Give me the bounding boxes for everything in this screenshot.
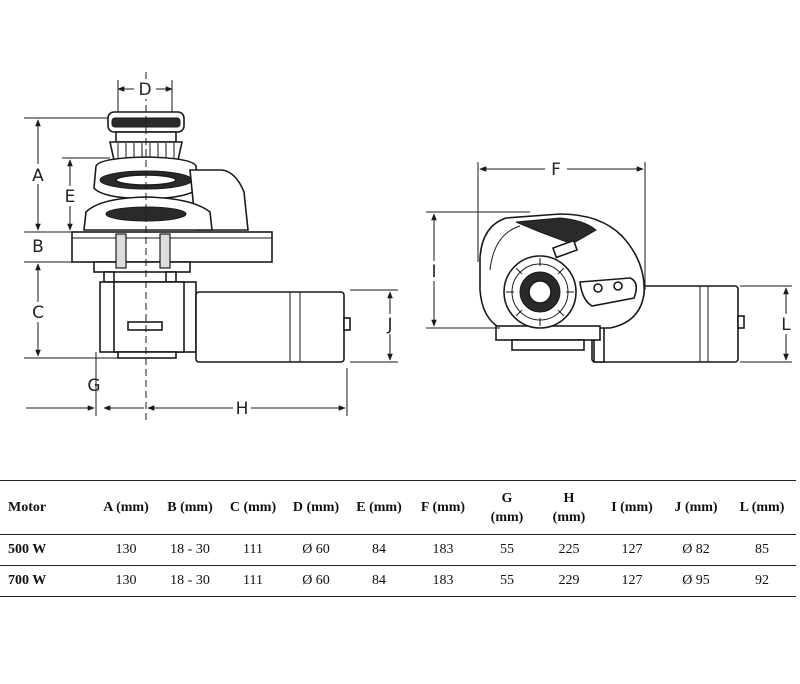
cell-l: 85 (755, 542, 769, 557)
table-header-row: Motor A (mm) B (mm) C (mm) D (mm) E (mm)… (0, 480, 796, 535)
cell-b: 18 - 30 (170, 542, 210, 557)
cell-g: 55 (500, 542, 514, 557)
header-c: C (mm) (229, 500, 277, 515)
dim-label-j: J (386, 315, 392, 335)
cell-f: 183 (432, 542, 454, 557)
table-row: 700 W 130 18 - 30 111 Ø 60 84 183 55 229… (0, 566, 796, 597)
cell-motor: 700 W (8, 573, 47, 588)
header-l: L (mm) (739, 500, 785, 515)
specification-table: Motor A (mm) B (mm) C (mm) D (mm) E (mm)… (0, 480, 796, 597)
header-f: F (mm) (420, 500, 466, 515)
side-view (71, 72, 351, 420)
dim-label-g: G (87, 376, 100, 396)
cell-j: Ø 82 (682, 542, 710, 557)
windlass-dimension-drawing: D A E B C J G H (24, 72, 795, 420)
header-motor: Motor (8, 500, 47, 515)
cell-c: 111 (243, 573, 263, 588)
header-g: G (mm) (476, 481, 538, 535)
cell-a: 130 (115, 573, 137, 588)
cell-g: 55 (500, 573, 514, 588)
dim-label-l: L (781, 315, 791, 335)
header-a: A (mm) (103, 500, 149, 515)
cell-f: 183 (432, 573, 454, 588)
header-h: H (mm) (538, 481, 600, 535)
cell-e: 84 (372, 573, 386, 588)
dim-label-a: A (32, 166, 44, 186)
cell-motor: 500 W (8, 542, 47, 557)
cell-h: 225 (558, 542, 580, 557)
cell-b: 18 - 30 (170, 573, 210, 588)
dim-label-h: H (236, 399, 249, 419)
dim-label-b: B (32, 237, 44, 257)
header-j: J (mm) (674, 500, 718, 515)
cell-h: 229 (558, 573, 580, 588)
table-row: 500 W 130 18 - 30 111 Ø 60 84 183 55 225… (0, 535, 796, 566)
cell-d: Ø 60 (302, 573, 330, 588)
header-g-letter: G (501, 490, 513, 506)
side-view-dimensions: D A E B C J G H (24, 79, 399, 419)
dim-label-e: E (65, 187, 76, 207)
header-e: E (mm) (356, 500, 402, 515)
header-d: D (mm) (292, 500, 340, 515)
header-h-unit: (mm) (552, 509, 586, 525)
cell-a: 130 (115, 542, 137, 557)
cell-i: 127 (621, 573, 643, 588)
cell-l: 92 (755, 573, 769, 588)
header-h-letter: H (563, 490, 575, 506)
cell-d: Ø 60 (302, 542, 330, 557)
cell-j: Ø 95 (682, 573, 710, 588)
dim-label-f: F (551, 160, 561, 180)
dim-label-d: D (138, 80, 151, 100)
cell-e: 84 (372, 542, 386, 557)
cell-c: 111 (243, 542, 263, 557)
front-view-dimensions: F I L (425, 159, 795, 363)
dim-label-i: I (431, 262, 436, 282)
front-view (479, 213, 745, 363)
header-b: B (mm) (167, 500, 213, 515)
dim-label-c: C (32, 303, 44, 323)
cell-i: 127 (621, 542, 643, 557)
header-g-unit: (mm) (490, 509, 524, 525)
header-i: I (mm) (611, 500, 653, 515)
